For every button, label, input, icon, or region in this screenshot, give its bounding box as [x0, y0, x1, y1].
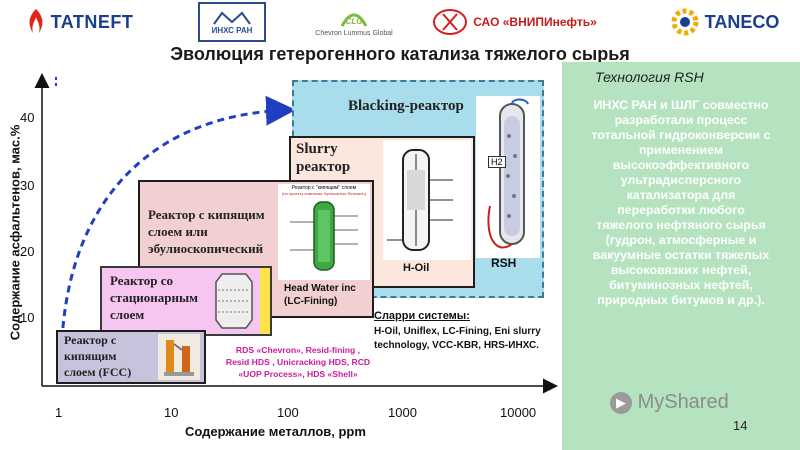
- trend-arrow: [60, 95, 296, 341]
- h-oil-label: H-Oil: [403, 262, 430, 274]
- watermark-play-icon: ▶: [610, 391, 632, 414]
- x-tick-label: 100: [277, 405, 299, 420]
- tatneft-emblem-icon: [29, 9, 43, 33]
- vniipi-logo-text: САО «ВНИПИнефть»: [473, 15, 597, 29]
- y-tick-label: 10: [20, 310, 35, 325]
- axes-svg: [34, 73, 558, 394]
- inhs-logo: ИНХС РАН: [198, 2, 266, 42]
- taneco-logo-text: TANECO: [704, 11, 780, 32]
- tatneft-logo: TATNEFT: [4, 4, 154, 40]
- logo-bar: TATNEFT ИНХС РАН CLG Chevron Lummus Glob…: [0, 0, 800, 44]
- h-oil-image: [383, 140, 471, 260]
- stationary-yellow-strip: [260, 268, 270, 334]
- right-panel: [562, 62, 800, 450]
- rsh-image: [476, 96, 540, 258]
- clg-logo-text: Chevron Lummus Global: [315, 29, 393, 37]
- clg-emblem-icon: CLG: [340, 13, 368, 27]
- watermark: ▶ MyShared: [610, 391, 729, 414]
- ebullating-reactor-image: Реактор с "кипящим" слоем (по проекту ко…: [278, 184, 370, 280]
- reactor-small-title: Реактор с "кипящим" слоем: [291, 185, 357, 191]
- right-panel-body: ИНХС РАН и ШЛГ совместно разработали про…: [591, 98, 771, 307]
- fcc-reactor-label: Реактор с кипящим слоем (FCC): [64, 333, 132, 379]
- rsh-label: RSH: [491, 256, 517, 270]
- taneco-gear-icon: [671, 8, 699, 36]
- inhs-emblem-icon: [213, 11, 251, 25]
- slurry-systems-body: H-Oil, Uniflex, LC-Fining, Eni slurry te…: [374, 326, 541, 351]
- watermark-text: MyShared: [637, 391, 729, 414]
- y-tick-label: 30: [20, 178, 35, 193]
- x-tick-label: 1: [55, 405, 63, 420]
- x-tick-label: 1000: [388, 405, 417, 420]
- rds-technologies-text: RDS «Chevron», Resid-fining , Resid HDS …: [225, 345, 371, 379]
- taneco-logo: TANECO: [652, 4, 798, 40]
- blacking-reactor-label: Blacking-реактор: [348, 98, 464, 114]
- slurry-systems-title: Сларри системы:: [374, 310, 470, 322]
- y-tick-label: 40: [20, 110, 35, 125]
- fcc-reactor-icon: [164, 340, 194, 376]
- page-number: 14: [733, 418, 748, 433]
- vniipi-logo: САО «ВНИПИнефть»: [420, 4, 610, 40]
- inhs-logo-text: ИНХС РАН: [211, 25, 253, 35]
- rsh-reactor-icon: [487, 98, 529, 249]
- slurry-reactor-label: Slurry реактор: [296, 141, 351, 175]
- reactor-small-subtitle: (по проекту компании Hydrocarbon Researc…: [282, 191, 366, 196]
- stationary-reactor-icon: [215, 273, 253, 329]
- x-axis-label: Содержание металлов, ppm: [185, 424, 366, 439]
- svg-text:CLG: CLG: [346, 17, 363, 26]
- slide-title: Эволюция гетерогенного катализа тяжелого…: [170, 44, 630, 64]
- stationary-reactor-image: [208, 270, 260, 332]
- clg-logo: CLG Chevron Lummus Global: [300, 2, 408, 42]
- headwater-label: Head Water inc (LC-Fining): [284, 283, 356, 307]
- x-tick-label: 10000: [500, 405, 537, 420]
- vniipi-emblem-icon: [433, 9, 468, 35]
- ebullating-reactor-label: Реактор с кипящим слоем или эбулиоскопич…: [148, 207, 265, 256]
- tatneft-logo-text: TATNEFT: [50, 11, 134, 32]
- y-tick-label: 20: [20, 244, 35, 259]
- h2-label: H2: [488, 156, 506, 168]
- x-tick-label: 10: [164, 405, 179, 420]
- stationary-reactor-label: Реактор со стационарным слоем: [110, 273, 199, 322]
- right-panel-heading: Технология RSH: [595, 69, 704, 85]
- ebullating-reactor-icon: [290, 201, 358, 271]
- fcc-reactor-image: [158, 334, 200, 380]
- h-oil-reactor-icon: [387, 149, 453, 251]
